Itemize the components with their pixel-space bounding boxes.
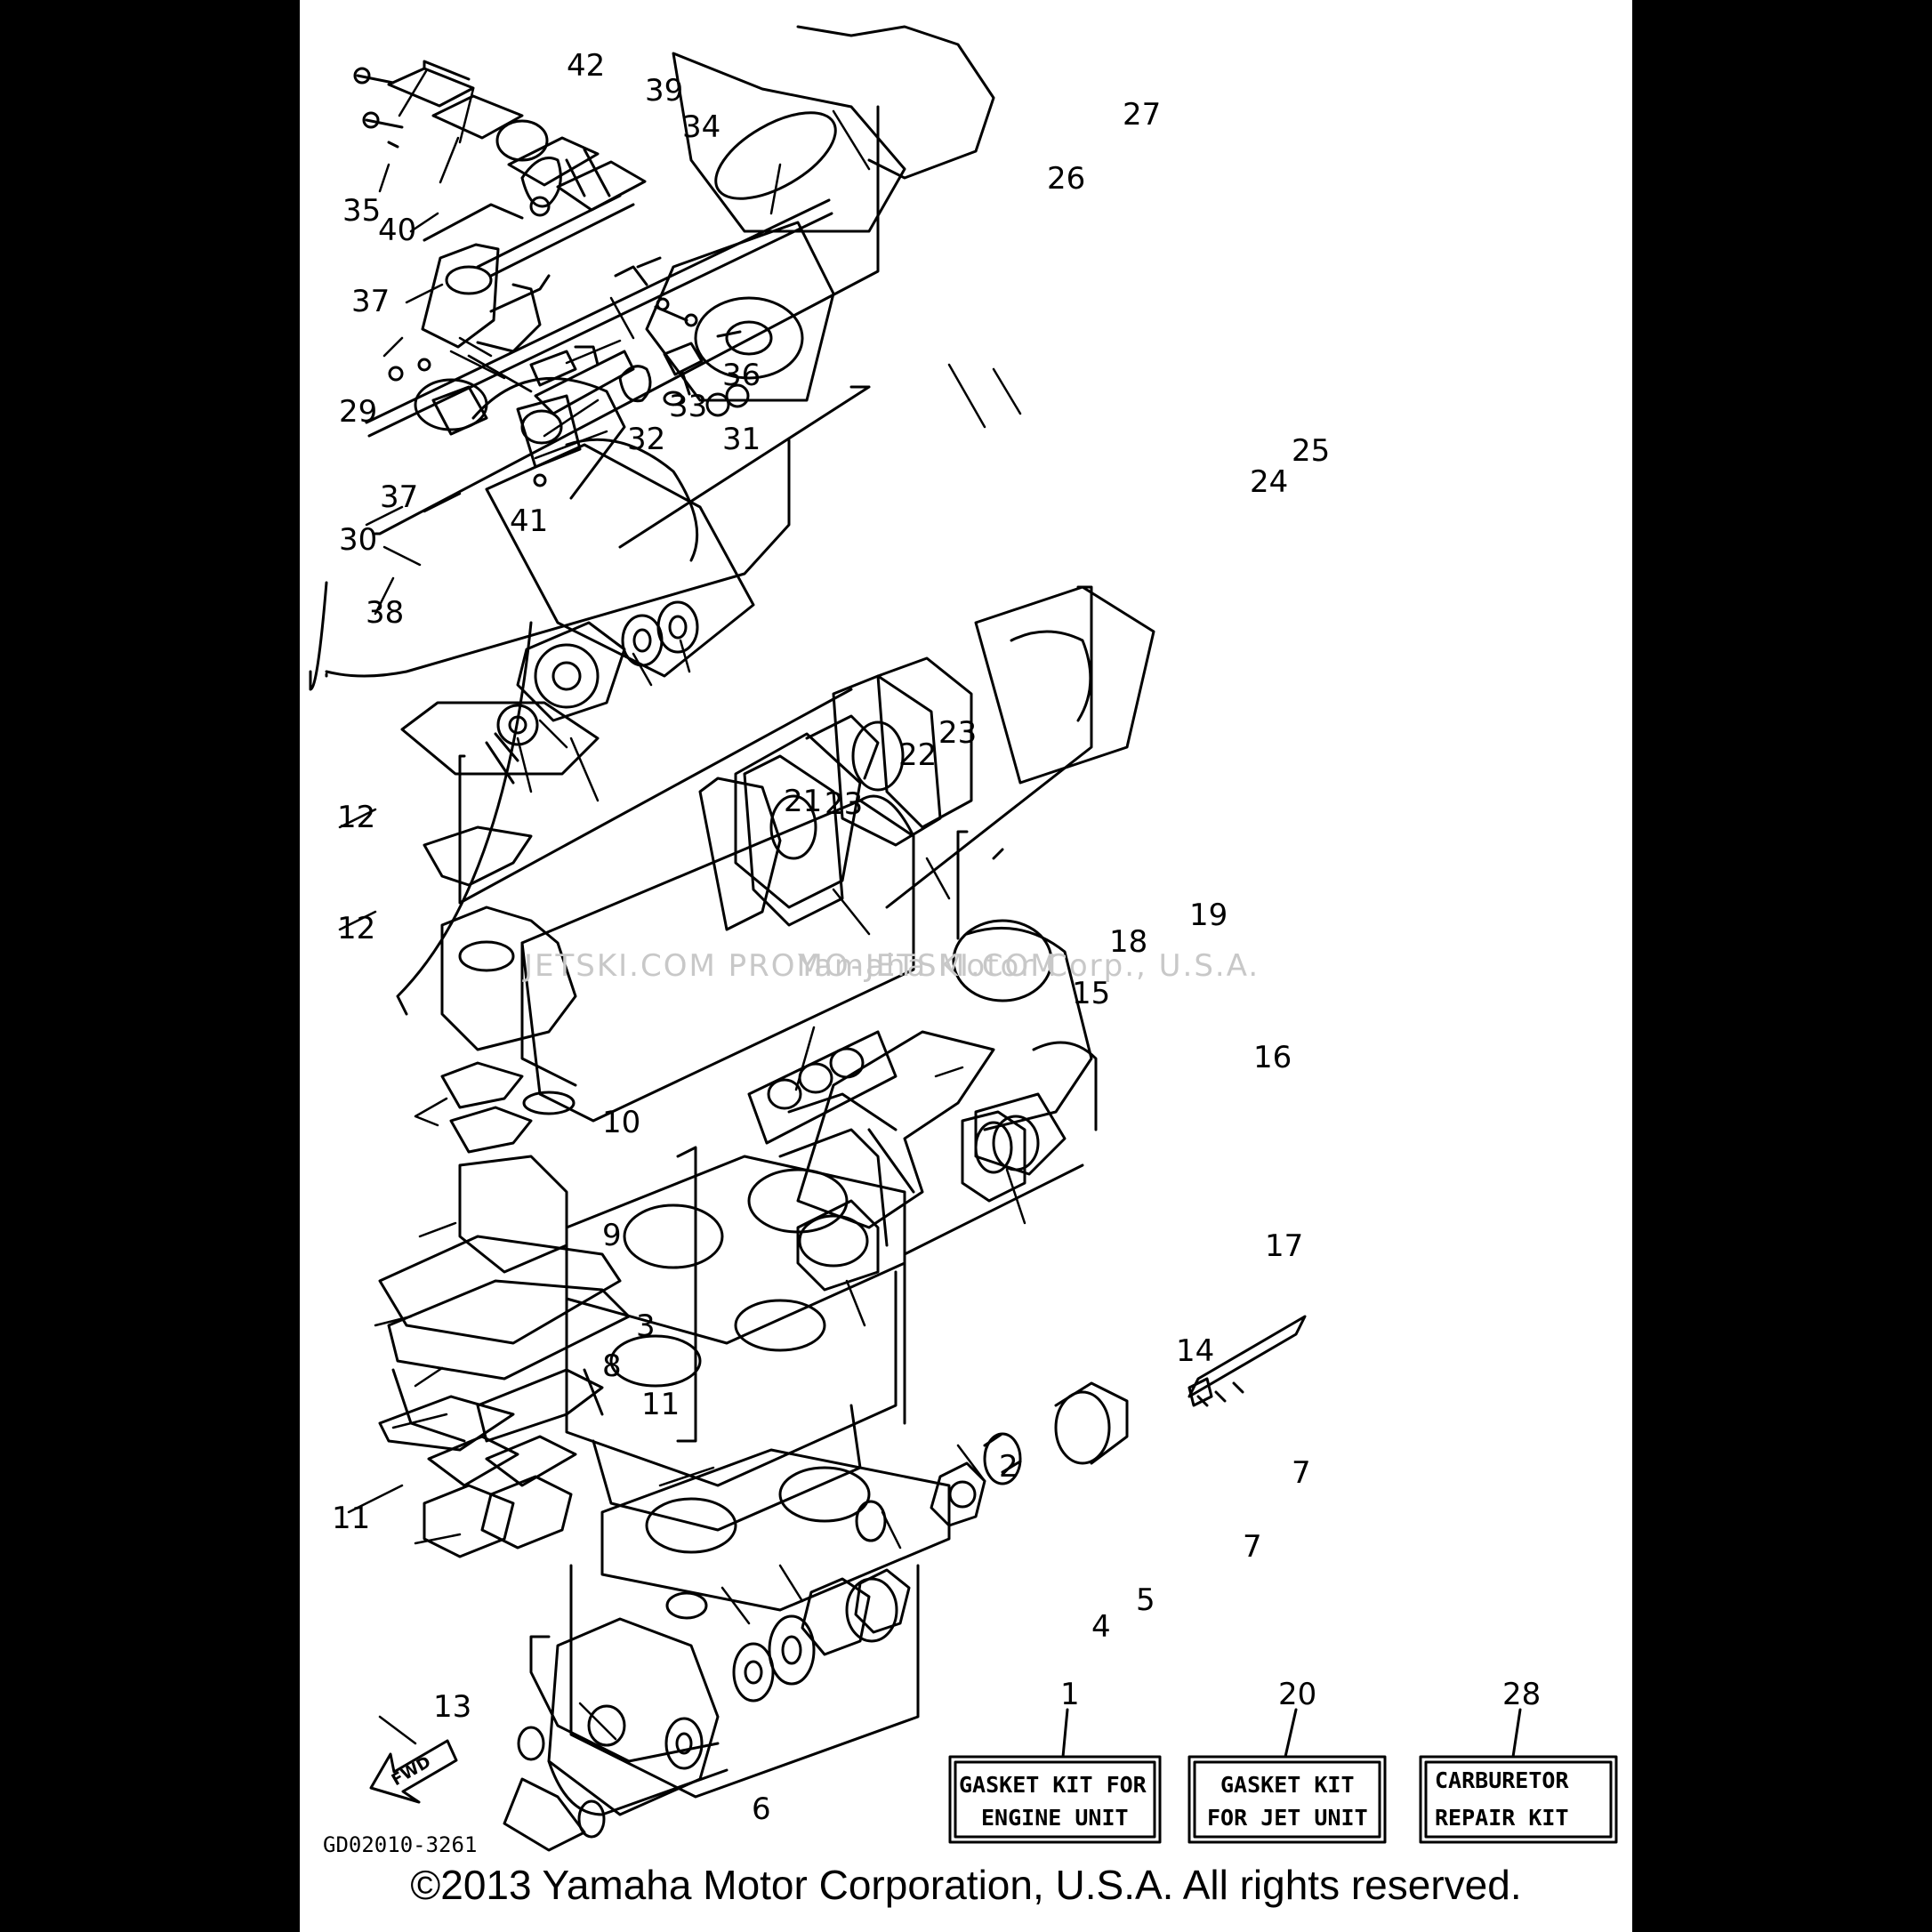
jet-pump-drawing <box>365 25 995 500</box>
callout-11b: 11 <box>332 1501 370 1536</box>
callout-leader-lines <box>338 69 1026 1745</box>
figure-code: GD02010-3261 <box>323 1832 477 1857</box>
gasket-18-drawing <box>743 754 844 927</box>
exploded-parts-diagram: JETSKI.COM PROMO-JETSKI.COM Yamaha Motor… <box>309 25 1618 1857</box>
magneto-cover-drawing <box>503 1617 720 1852</box>
callout-26: 26 <box>1047 161 1085 197</box>
callout-2: 2 <box>999 1449 1018 1485</box>
callout-27: 27 <box>1123 97 1161 133</box>
callout-16: 16 <box>1253 1040 1292 1075</box>
callout-41: 41 <box>510 503 548 539</box>
callout-19: 19 <box>1189 898 1228 933</box>
cylinder-block-drawing <box>529 1155 951 1816</box>
fwd-arrow-icon <box>369 1739 458 1804</box>
kit-1-line1: GASKET KIT FOR <box>959 1772 1147 1798</box>
exhaust-bracket <box>885 585 1093 909</box>
callout-40: 40 <box>378 213 416 248</box>
callout-36: 36 <box>722 358 761 393</box>
kit-1-number: 1 <box>1060 1677 1080 1712</box>
callout-30: 30 <box>339 522 377 558</box>
repair-kit-legend: 1 GASKET KIT FOR ENGINE UNIT 20 GASKET K… <box>959 1677 1569 1831</box>
carburetor-group-outline <box>325 439 791 678</box>
callout-18: 18 <box>1109 924 1147 960</box>
callout-10: 10 <box>602 1105 640 1140</box>
callout-4: 4 <box>1091 1609 1111 1645</box>
callout-23a: 23 <box>938 715 977 751</box>
watermark: JETSKI.COM PROMO-JETSKI.COM <box>522 948 1059 984</box>
callout-25: 25 <box>1292 433 1330 469</box>
jet-group-bracket-2 <box>618 385 871 549</box>
callout-15: 15 <box>1072 976 1110 1011</box>
coupler-parts-drawing <box>577 1315 1307 1839</box>
callout-37b: 37 <box>380 479 418 515</box>
kit-28-number: 28 <box>1502 1677 1541 1712</box>
exhaust-muffler-drawing <box>520 585 1155 1123</box>
kit-box-frames <box>948 1708 1618 1844</box>
carburetor-assembly-drawing <box>309 60 742 691</box>
fwd-label: FWD <box>389 1752 434 1790</box>
callout-31: 31 <box>722 422 761 457</box>
callout-12a: 12 <box>337 800 375 835</box>
callout-7a: 7 <box>1292 1455 1311 1491</box>
callout-5: 5 <box>1136 1582 1155 1618</box>
callout-22: 22 <box>898 737 937 773</box>
callout-34: 34 <box>682 109 720 145</box>
jet-group-bracket-1 <box>374 105 880 535</box>
callout-35: 35 <box>342 193 381 229</box>
intake-manifold-drawing <box>378 701 631 1558</box>
callout-21: 21 <box>784 784 822 819</box>
callout-9: 9 <box>602 1218 622 1253</box>
callout-17: 17 <box>1265 1228 1303 1264</box>
kit-20-line2: FOR JET UNIT <box>1207 1805 1368 1831</box>
callout-39: 39 <box>645 73 683 109</box>
callout-24: 24 <box>1250 464 1288 500</box>
kit-20-number: 20 <box>1278 1677 1316 1712</box>
exhaust-manifold-drawing <box>778 919 1098 1292</box>
carburetor-to-manifold-line <box>396 621 533 1016</box>
callout-numbers: 42 39 34 35 40 37 36 33 29 32 31 37 30 4… <box>332 48 1330 1827</box>
callout-12b: 12 <box>337 911 375 946</box>
cylinder-bracket <box>903 1163 1084 1425</box>
callout-7b: 7 <box>1243 1529 1262 1565</box>
callout-6: 6 <box>752 1791 771 1827</box>
copyright-notice: ©2013 Yamaha Motor Corporation, U.S.A. A… <box>410 1862 1522 1908</box>
callout-8: 8 <box>602 1348 622 1384</box>
manifold-bracket <box>956 830 1004 940</box>
callout-32: 32 <box>627 422 665 457</box>
callout-29: 29 <box>339 394 377 430</box>
kit-20-line1: GASKET KIT <box>1220 1772 1355 1798</box>
callout-23b: 23 <box>825 786 863 822</box>
callout-3: 3 <box>636 1308 656 1344</box>
gasket-19-drawing <box>832 674 942 847</box>
callout-33: 33 <box>669 389 707 424</box>
head-gasket-15-drawing <box>747 1030 898 1145</box>
callout-37a: 37 <box>351 284 390 319</box>
block-bracket <box>676 1146 697 1443</box>
callout-14: 14 <box>1176 1333 1214 1369</box>
jet-group-bracket-3 <box>458 688 853 905</box>
gasket-17-drawing <box>961 1110 1026 1203</box>
kit-1-line2: ENGINE UNIT <box>981 1805 1129 1831</box>
kit-28-line1: CARBURETOR <box>1435 1767 1569 1793</box>
watermark-center: Yamaha Motor Corp., U.S.A. <box>797 948 1260 984</box>
callout-42: 42 <box>567 48 605 84</box>
callout-38: 38 <box>366 595 404 631</box>
kit-28-line2: REPAIR KIT <box>1435 1805 1569 1831</box>
bearing-housing-drawing <box>485 438 755 785</box>
callout-11a: 11 <box>641 1387 680 1422</box>
callout-13: 13 <box>433 1689 471 1725</box>
parts-diagram-sheet: JETSKI.COM PROMO-JETSKI.COM Yamaha Motor… <box>300 0 1632 1932</box>
